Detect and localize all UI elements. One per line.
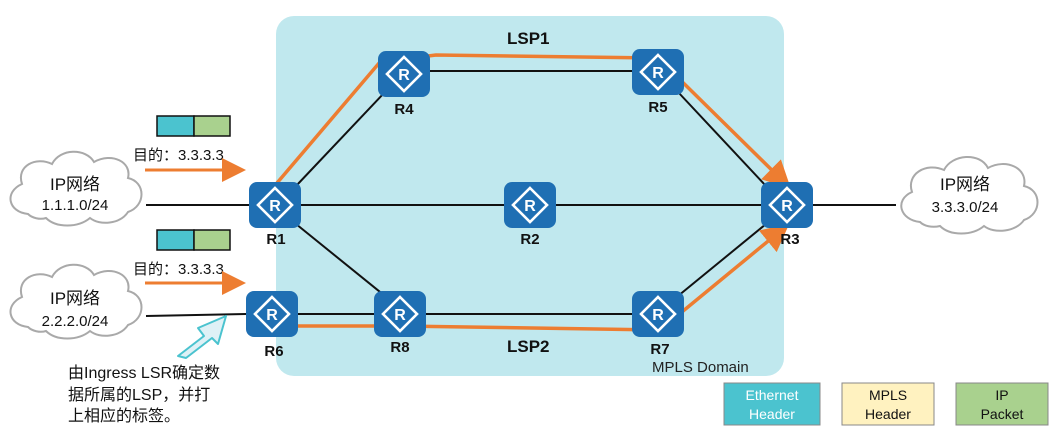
router-r6-label: R6 xyxy=(264,343,283,360)
callout-line-2: 据所属的LSP，并打 xyxy=(68,386,210,404)
cloud-left-bottom: IP网络 2.2.2.0/24 xyxy=(9,263,143,340)
router-r5-symbol: R xyxy=(652,65,664,82)
cloud-right-title: IP网络 xyxy=(940,175,990,194)
router-r1[interactable]: R xyxy=(247,180,303,230)
router-r4-symbol: R xyxy=(398,67,410,84)
router-r1-label: R1 xyxy=(266,231,285,248)
packet-bottom-destination: 目的：3.3.3.3 xyxy=(133,261,224,278)
legend-ip-line-1: IP xyxy=(995,387,1008,403)
legend-mpls-line-2: Header xyxy=(865,406,911,422)
lsp1-path xyxy=(275,53,791,189)
router-r6[interactable]: R xyxy=(244,289,300,339)
router-r5[interactable]: R xyxy=(630,47,686,97)
cloud-left-top-subnet: 1.1.1.0/24 xyxy=(42,197,109,214)
packet-bottom: 目的：3.3.3.3 xyxy=(133,229,246,295)
router-r3[interactable]: R xyxy=(759,180,815,230)
router-r5-label: R5 xyxy=(648,99,667,116)
router-r2[interactable]: R xyxy=(502,180,558,230)
router-r6-symbol: R xyxy=(266,307,278,324)
legend-mpls: MPLS Header xyxy=(841,382,935,426)
callout-line-3: 上相应的标签。 xyxy=(68,406,180,425)
lsp1-label: LSP1 xyxy=(507,29,550,48)
legend-mpls-line-1: MPLS xyxy=(869,387,907,403)
router-r8-label: R8 xyxy=(390,339,409,356)
cloud-left-top-title: IP网络 xyxy=(50,175,100,194)
packet-top-ip xyxy=(193,115,231,137)
router-r7-symbol: R xyxy=(652,307,664,324)
packet-top: 目的：3.3.3.3 xyxy=(133,115,246,182)
network-links xyxy=(145,70,896,317)
cloud-right-subnet: 3.3.3.0/24 xyxy=(932,199,999,216)
router-r7-label: R7 xyxy=(650,341,669,358)
legend-ethernet-line-1: Ethernet xyxy=(746,387,799,403)
router-r8[interactable]: R xyxy=(372,289,428,339)
cloud-left-bottom-subnet: 2.2.2.0/24 xyxy=(42,313,109,330)
packet-top-destination: 目的：3.3.3.3 xyxy=(133,147,224,164)
router-r3-symbol: R xyxy=(781,198,793,215)
router-r4-label: R4 xyxy=(394,101,414,118)
packet-bottom-ethernet xyxy=(156,229,195,251)
router-r7[interactable]: R xyxy=(630,289,686,339)
packet-bottom-ip xyxy=(193,229,231,251)
lsp2-path xyxy=(270,223,790,332)
callout-line-1: 由Ingress LSR确定数 xyxy=(68,364,220,382)
legend: Ethernet Header MPLS Header IP Packet xyxy=(723,382,1049,426)
cloud-left-top: IP网络 1.1.1.0/24 xyxy=(9,150,143,227)
router-r1-symbol: R xyxy=(269,198,281,215)
router-r3-label: R3 xyxy=(780,231,799,248)
legend-ethernet-line-2: Header xyxy=(749,406,795,422)
cloud-left-bottom-title: IP网络 xyxy=(50,289,100,308)
packet-top-ethernet xyxy=(156,115,195,137)
router-r2-symbol: R xyxy=(524,198,536,215)
router-r8-symbol: R xyxy=(394,307,406,324)
legend-ethernet: Ethernet Header xyxy=(723,382,821,426)
router-r2-label: R2 xyxy=(520,231,539,248)
router-r4[interactable]: R xyxy=(376,49,432,99)
lsp2-label: LSP2 xyxy=(507,337,550,356)
callout-arrow xyxy=(177,315,227,359)
cloud-right: IP网络 3.3.3.0/24 xyxy=(900,156,1039,235)
mpls-domain-label: MPLS Domain xyxy=(652,359,749,376)
legend-ip-line-2: Packet xyxy=(981,406,1024,422)
legend-ip: IP Packet xyxy=(955,382,1049,426)
